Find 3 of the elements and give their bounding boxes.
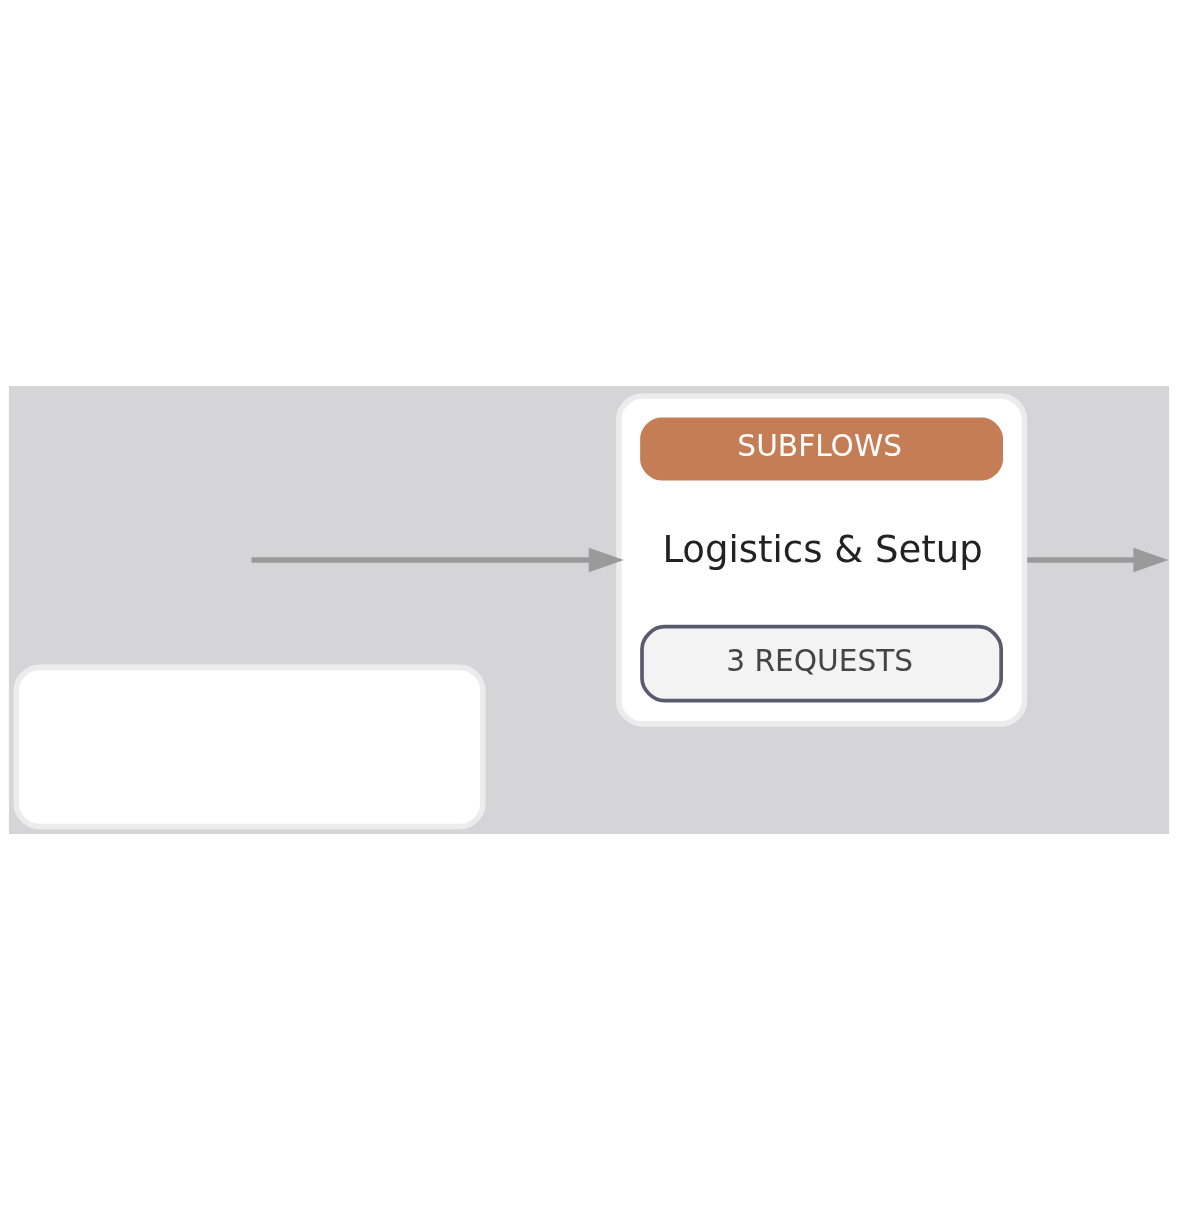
arrow (1027, 547, 1169, 573)
arrow (251, 547, 624, 573)
node-box (13, 664, 486, 830)
